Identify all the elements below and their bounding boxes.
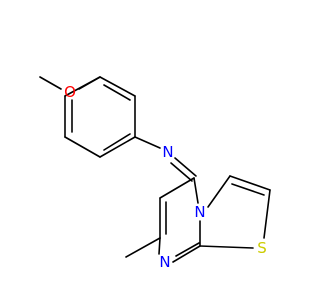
- benzene-inner-1: [103, 84, 131, 101]
- atom-label-layer: O N N N S: [64, 83, 267, 271]
- pyrimidine-nitrogen-atom: N: [159, 253, 170, 271]
- structure-canvas: O N N N S: [39, 76, 271, 271]
- pyrimidine-c5-n-bond: [193, 177, 199, 204]
- methoxy-methyl-bond: [39, 76, 62, 90]
- sulfur-atom: S: [257, 239, 267, 257]
- benzene-bond-6: [64, 76, 101, 97]
- thiazole-c3-c2-inner: [231, 183, 265, 196]
- imine-double-bond-a: [174, 157, 197, 177]
- pyrimidine-n-c8a-bond: [172, 245, 201, 263]
- benzene-bond-3: [99, 136, 136, 158]
- imine-nitrogen-atom: N: [162, 143, 173, 161]
- pyrimidine-n-c8a-inner: [175, 242, 200, 257]
- ring-nitrogen-atom: N: [194, 203, 205, 221]
- pyrimidine-c7-n-bond: [158, 237, 161, 255]
- thiazole-n-c3-bond: [207, 175, 231, 208]
- thiazole-c2-s-bond: [263, 189, 271, 239]
- imine-double-bond-b: [170, 162, 193, 182]
- thiazole-s-c8a-bond: [199, 245, 254, 249]
- aryl-nitrogen-bond: [134, 136, 161, 149]
- benzene-bond-4: [64, 136, 101, 158]
- thiazole-c3-c2-bond: [229, 175, 271, 191]
- bond-layer: [39, 76, 271, 263]
- methyl-bond: [125, 237, 161, 258]
- benzene-inner-2: [103, 133, 131, 151]
- benzene-bond-1: [99, 76, 136, 97]
- pyrimidine-c5-c6-bond: [159, 177, 195, 199]
- molecule-structure: O N N N S: [39, 76, 271, 271]
- oxygen-atom: O: [64, 83, 76, 101]
